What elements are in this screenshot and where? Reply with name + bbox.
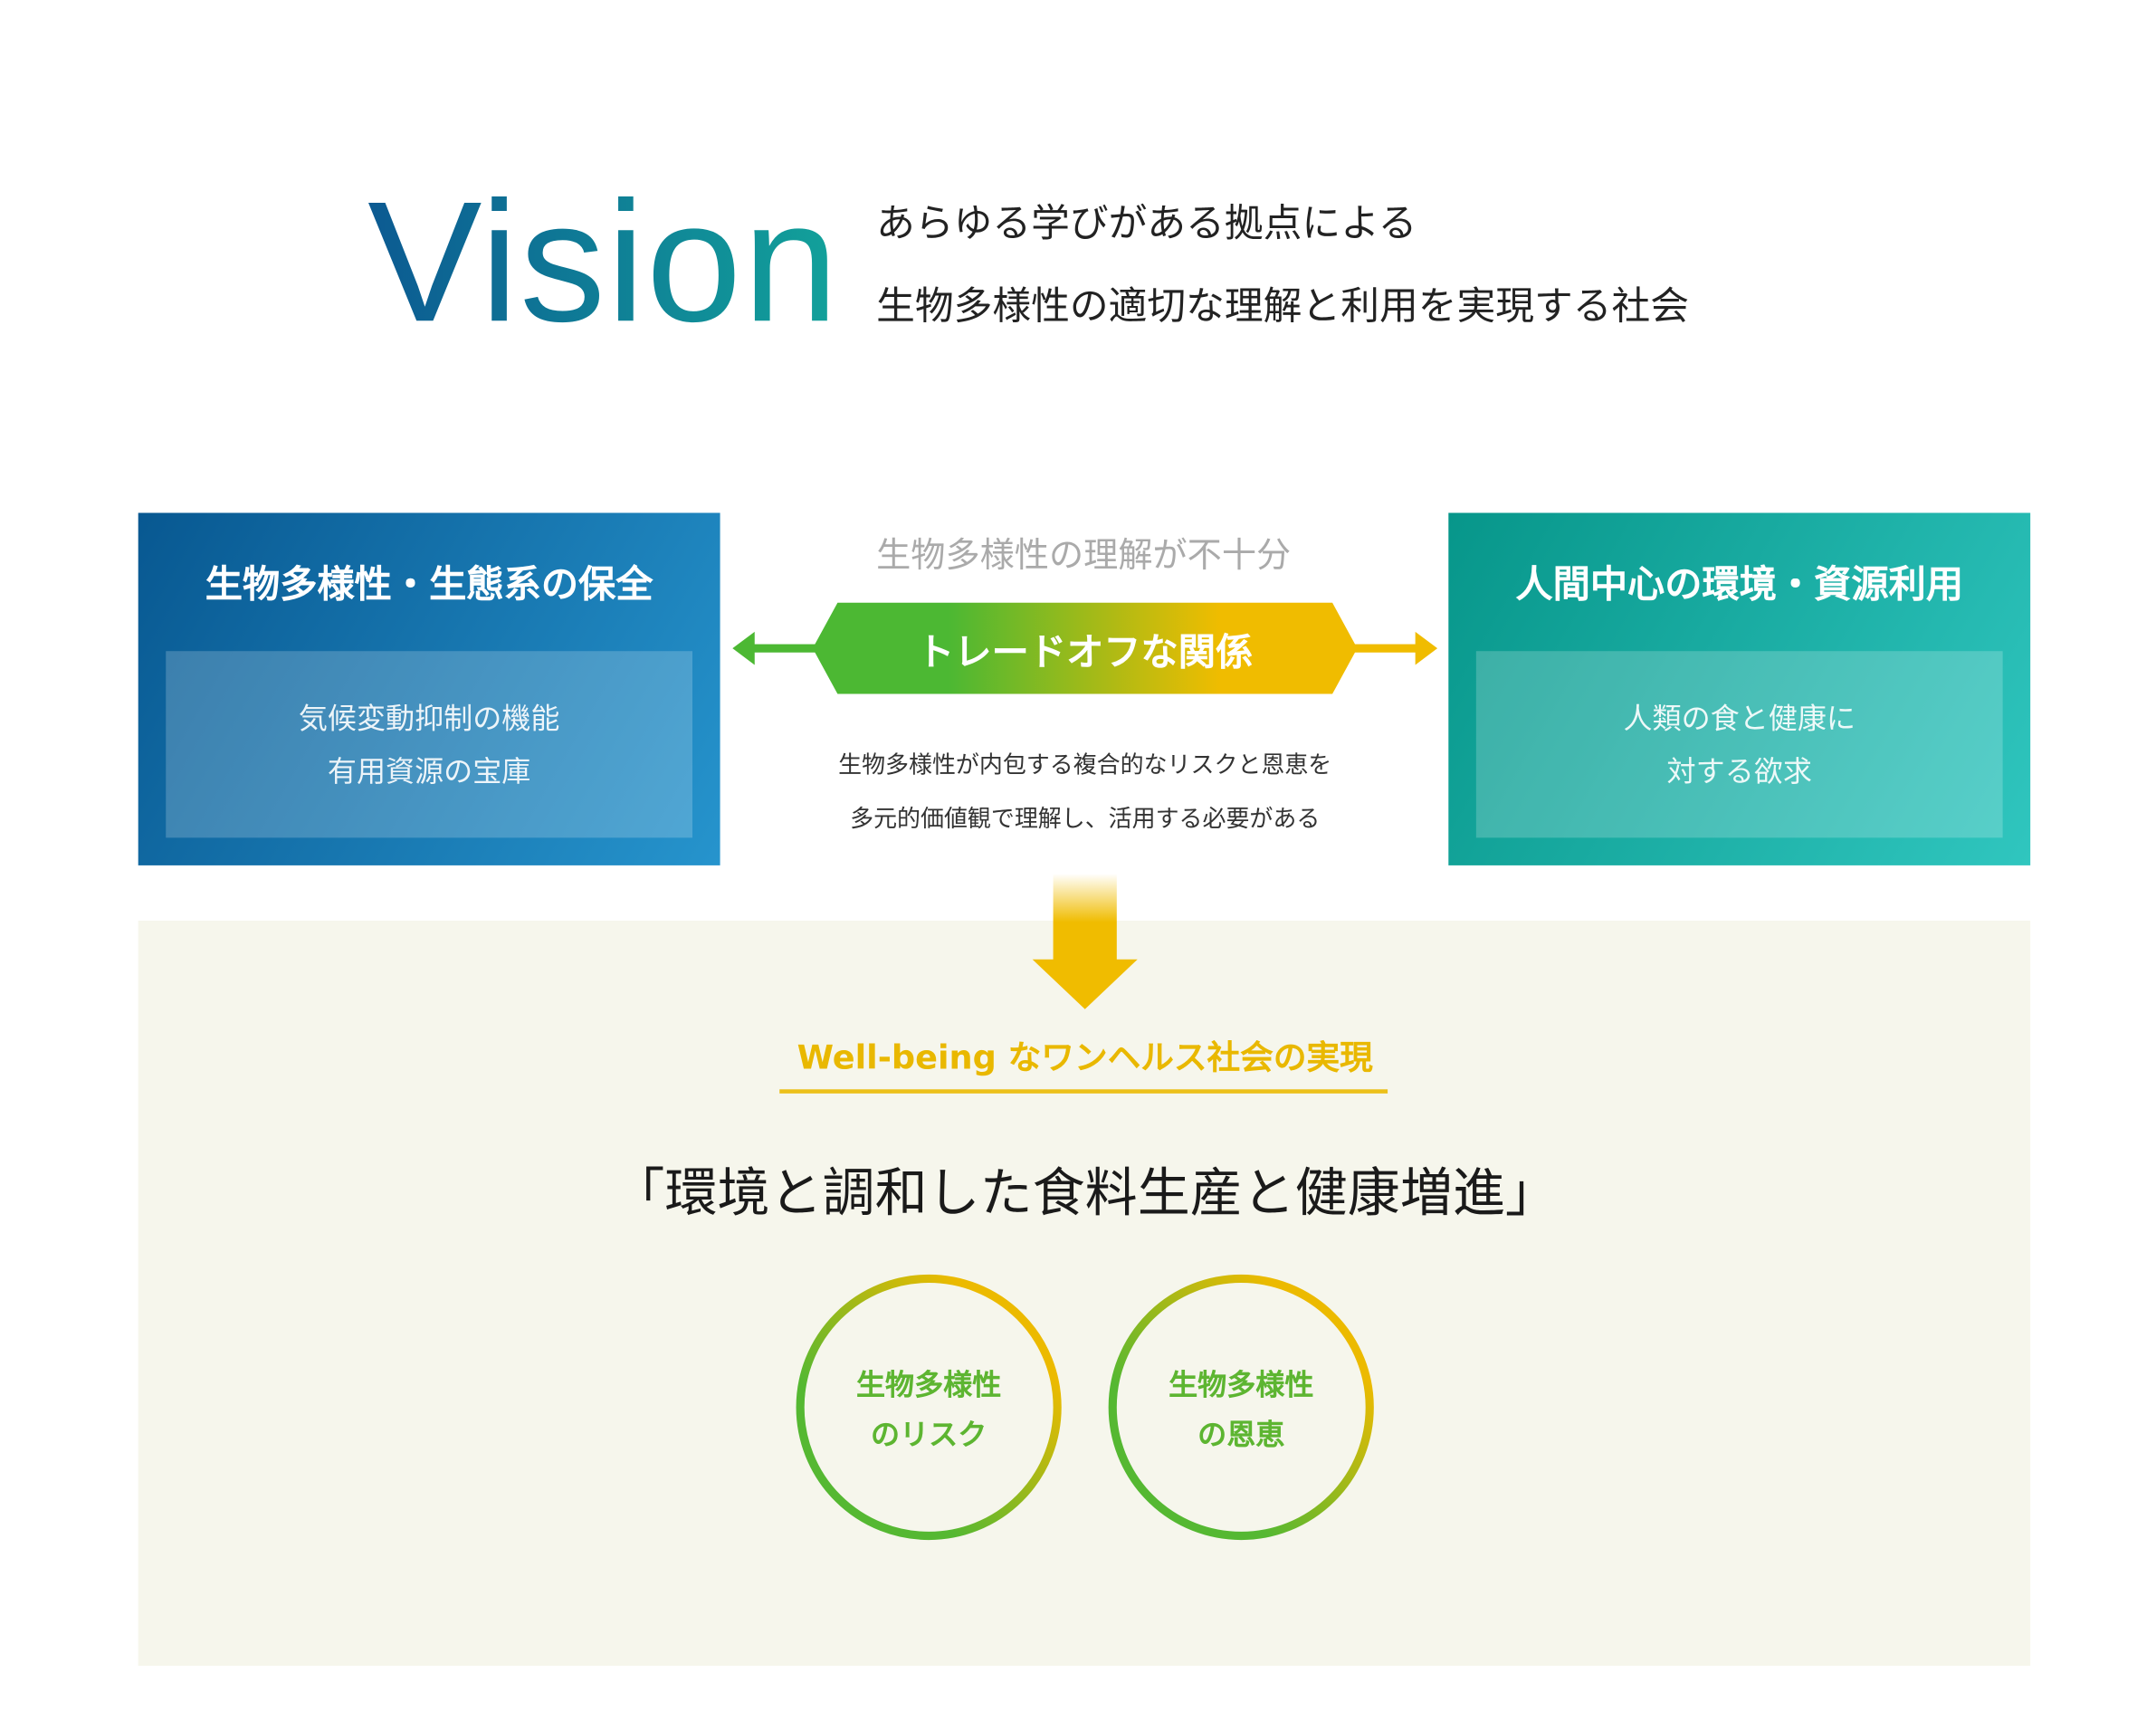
double-arrow-icon bbox=[732, 631, 1438, 665]
human-use-item: 人類の食と健康に bbox=[1623, 701, 1855, 735]
benefit-line: の恩恵 bbox=[1197, 1418, 1285, 1452]
goal-quote: 「環境と調和した食料生産と健康増進」 bbox=[612, 1162, 1558, 1224]
vision-line-2: 生物多様性の適切な理解と利用を実現する社会 bbox=[876, 283, 1690, 330]
conservation-item: 有用資源の宝庫 bbox=[327, 753, 531, 788]
result-panel bbox=[138, 920, 2031, 1667]
benefit-circle bbox=[1108, 1274, 1374, 1541]
human-use-title: 人間中心の環境・資源利用 bbox=[1515, 564, 1964, 607]
conservation-title: 生物多様性・生態系の保全 bbox=[205, 564, 653, 607]
tradeoff-label: トレードオフな関係 bbox=[917, 631, 1254, 675]
human-use-item: 対する欲求 bbox=[1666, 753, 1812, 788]
vision-title: Vision bbox=[367, 167, 840, 358]
vision-line-1: あらゆる学びがある拠点による bbox=[876, 200, 1417, 246]
conservation-item: 気候変動抑制の機能 bbox=[298, 701, 560, 735]
human-use-box: 人間中心の環境・資源利用 人類の食と健康に 対する欲求 bbox=[1448, 512, 2031, 865]
risk-circle bbox=[796, 1274, 1062, 1541]
risk-line: 生物多様性 bbox=[855, 1368, 1002, 1402]
tradeoff-banner bbox=[732, 602, 1438, 694]
risk-circle-text: 生物多様性 のリスク bbox=[793, 1361, 1064, 1460]
human-use-details: 人類の食と健康に 対する欲求 bbox=[1475, 651, 2003, 838]
benefit-circle-text: 生物多様性 の恩恵 bbox=[1106, 1361, 1377, 1460]
middle-description-line: 生物多様性が内包する複合的なリスクと恩恵を bbox=[838, 751, 1332, 780]
risk-line: のリスク bbox=[871, 1418, 987, 1452]
middle-description-line: 多元的価値観で理解し、活用する必要がある bbox=[850, 806, 1321, 834]
benefit-line: 生物多様性 bbox=[1169, 1368, 1314, 1402]
heading-underline bbox=[779, 1089, 1388, 1094]
down-arrow-icon bbox=[1032, 874, 1138, 1009]
conservation-box: 生物多様性・生態系の保全 気候変動抑制の機能 有用資源の宝庫 bbox=[138, 512, 720, 865]
insufficient-understanding-text: 生物多様性の理解が不十分 bbox=[876, 534, 1292, 576]
wellbeing-heading: Well-being なワンヘルス社会の実現 bbox=[797, 1037, 1373, 1077]
conservation-details: 気候変動抑制の機能 有用資源の宝庫 bbox=[166, 651, 693, 838]
